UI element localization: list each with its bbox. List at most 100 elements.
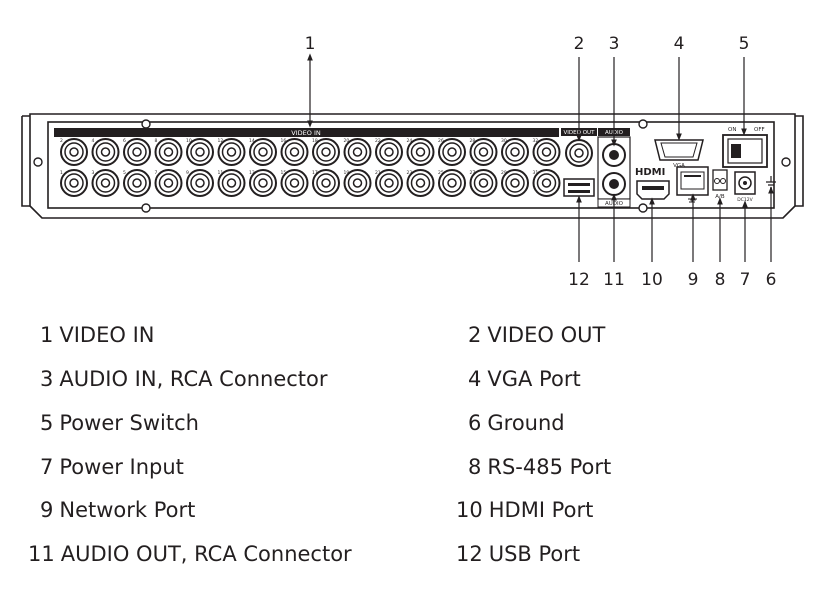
callout-2: 2 — [574, 34, 585, 54]
bnc-channel-number: 20 — [344, 138, 350, 144]
callout-11: 11 — [603, 270, 625, 290]
ab-label: A/B — [715, 194, 725, 200]
usb-port — [563, 178, 595, 197]
bnc-channel-number: 21 — [375, 170, 381, 176]
bnc-channel-number: 27 — [470, 170, 476, 176]
bnc-channel-number: 32 — [533, 138, 539, 144]
ground-icon — [766, 176, 776, 189]
power-input: DC12V — [734, 171, 756, 203]
bnc-connector-icon: 1 — [60, 169, 88, 197]
bnc-channel-number: 22 — [375, 138, 381, 144]
bnc-connector-icon: 31 — [532, 169, 561, 197]
bnc-channel-number: 24 — [407, 138, 413, 144]
vga-port: VGA — [654, 139, 704, 169]
vga-panel-label: VGA — [673, 163, 685, 169]
bnc-channel-number: 8 — [155, 138, 158, 144]
callout-3: 3 — [609, 34, 620, 54]
bnc-channel-number: 3 — [92, 170, 95, 176]
bnc-connector-icon: 3 — [91, 169, 120, 197]
callout-4: 4 — [674, 34, 685, 54]
bnc-connector-icon: 14 — [249, 138, 277, 166]
bnc-connector-icon: 27 — [469, 169, 498, 197]
bnc-channel-number: 31 — [533, 170, 539, 176]
bnc-connector-icon: 25 — [438, 169, 466, 197]
callout-7: 7 — [740, 270, 751, 290]
video-in-panel-label: VIDEO IN — [291, 129, 321, 137]
network-icon — [676, 166, 709, 196]
rs485-port: A/B — [712, 169, 728, 200]
bnc-connector-icon: 13 — [249, 169, 277, 197]
chassis — [21, 113, 804, 219]
hdmi-port: HDMI — [635, 167, 670, 200]
ground-terminal — [766, 176, 776, 189]
power-switch-icon — [722, 134, 768, 168]
bnc-connector-icon: 23 — [406, 169, 435, 197]
callout-lines — [307, 53, 774, 262]
bnc-channel-number: 26 — [438, 138, 444, 144]
callout-10: 10 — [641, 270, 663, 290]
dc-label: DC12V — [737, 197, 753, 203]
bnc-channel-number: 28 — [470, 138, 476, 144]
bnc-connector-icon: 16 — [280, 138, 309, 166]
bnc-channel-number: 7 — [155, 170, 158, 176]
bnc-channel-number: 18 — [312, 138, 318, 144]
bnc-connector-icon: 6 — [123, 138, 151, 166]
bnc-connector-icon: 15 — [280, 169, 309, 197]
bnc-connector-icon: 24 — [406, 138, 435, 166]
on-label: ON — [728, 127, 736, 133]
bnc-channel-number: 9 — [186, 170, 189, 176]
bnc-connector-icon: 26 — [438, 138, 466, 166]
bnc-connector-icon: 12 — [217, 138, 246, 166]
screw-icon — [141, 119, 151, 129]
bnc-connector-icon: 19 — [343, 169, 372, 197]
bnc-channel-number: 17 — [312, 170, 318, 176]
bnc-channel-number: 1 — [60, 170, 63, 176]
bnc-channel-number: 14 — [249, 138, 255, 144]
bnc-channel-number: 16 — [281, 138, 287, 144]
bnc-connector-icon: 5 — [123, 169, 151, 197]
callout-5: 5 — [739, 34, 750, 54]
bnc-connector-icon: 2 — [60, 138, 88, 166]
hdmi-logo: HDMI — [635, 167, 665, 178]
rs485-icon — [712, 169, 728, 191]
vga-icon — [654, 139, 704, 161]
callout-6: 6 — [766, 270, 777, 290]
bnc-channel-number: 4 — [92, 138, 95, 144]
bnc-connector-icon: 32 — [532, 138, 561, 166]
screw-icon — [781, 157, 791, 167]
usb-icon — [563, 178, 595, 197]
bnc-connector-icon: 10 — [186, 138, 214, 166]
screw-icon — [638, 203, 648, 213]
screw-icon — [33, 157, 43, 167]
bnc-connector-icon: 28 — [469, 138, 498, 166]
bnc-connector-icon: 9 — [186, 169, 214, 197]
callout-8: 8 — [715, 270, 726, 290]
bnc-connector-icon: 30 — [501, 138, 529, 166]
bnc-channel-number: 30 — [501, 138, 507, 144]
network-port — [676, 166, 709, 203]
bnc-connector-icon: 21 — [375, 169, 403, 197]
screw-icon — [638, 119, 648, 129]
bnc-channel-number: 13 — [249, 170, 255, 176]
callout-1: 1 — [305, 34, 316, 54]
bnc-channel-number: 12 — [218, 138, 224, 144]
bnc-connector-icon: 4 — [91, 138, 120, 166]
callout-9: 9 — [688, 270, 699, 290]
bnc-channel-number: 5 — [123, 170, 126, 176]
bnc-channel-number: 2 — [60, 138, 63, 144]
screw-icons — [33, 119, 791, 213]
bnc-channel-number: 15 — [281, 170, 287, 176]
bnc-channel-number: 19 — [344, 170, 350, 176]
callout-12: 12 — [568, 270, 590, 290]
bnc-connector-icon: 17 — [312, 169, 340, 197]
